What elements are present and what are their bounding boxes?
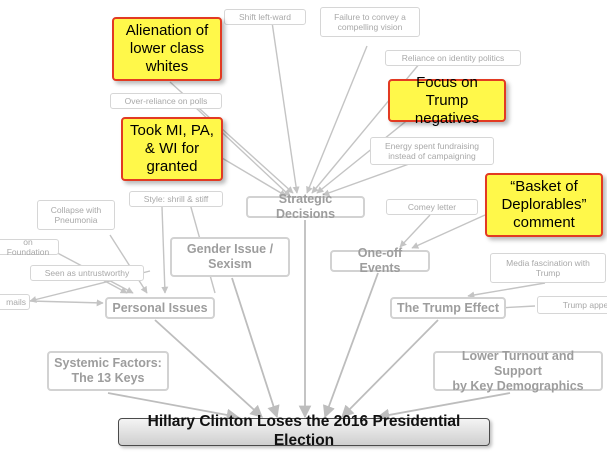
- leaf-trump-appeal: Trump appea: [537, 296, 607, 314]
- leaf-collapse: Collapse with Pneumonia: [37, 200, 115, 230]
- highlight-focus-trump: Focus on Trump negatives: [388, 74, 506, 127]
- branch-systemic-factors: Systemic Factors: The 13 Keys: [47, 351, 169, 391]
- leaf-untrustworthy: Seen as untrustworthy: [30, 265, 144, 281]
- branch-lower-turnout: Lower Turnout and Support by Key Demogra…: [433, 349, 603, 393]
- leaf-shift-left: Shift left-ward: [224, 9, 306, 25]
- branch-trump-effect: The Trump Effect: [390, 297, 506, 319]
- branch-gender-issue: Gender Issue / Sexism: [170, 237, 290, 277]
- root-outcome: Hillary Clinton Loses the 2016 President…: [118, 413, 490, 449]
- highlight-took-states: Took MI, PA, & WI for granted: [121, 117, 223, 181]
- leaf-energy-fundraising: Energy spent fundraising instead of camp…: [370, 137, 494, 165]
- highlight-deplorables: “Basket of Deplorables” comment: [485, 173, 603, 237]
- branch-personal-issues: Personal Issues: [105, 297, 215, 319]
- leaf-failure-vision: Failure to convey a compelling vision: [320, 7, 420, 37]
- highlight-alienation: Alienation of lower class whites: [112, 17, 222, 81]
- leaf-over-reliance-polls: Over-reliance on polls: [110, 93, 222, 109]
- branch-strategic-decisions: Strategic Decisions: [246, 192, 365, 221]
- leaf-foundation: on Foundation: [0, 237, 59, 257]
- leaf-media-fascination: Media fascination with Trump: [490, 253, 606, 283]
- leaf-style: Style: shrill & stiff: [129, 191, 223, 207]
- branch-one-off-events: One-off Events: [330, 246, 430, 275]
- leaf-emails: mails: [0, 294, 30, 310]
- leaf-identity-politics: Reliance on identity politics: [385, 50, 521, 66]
- leaf-comey: Comey letter: [386, 199, 478, 215]
